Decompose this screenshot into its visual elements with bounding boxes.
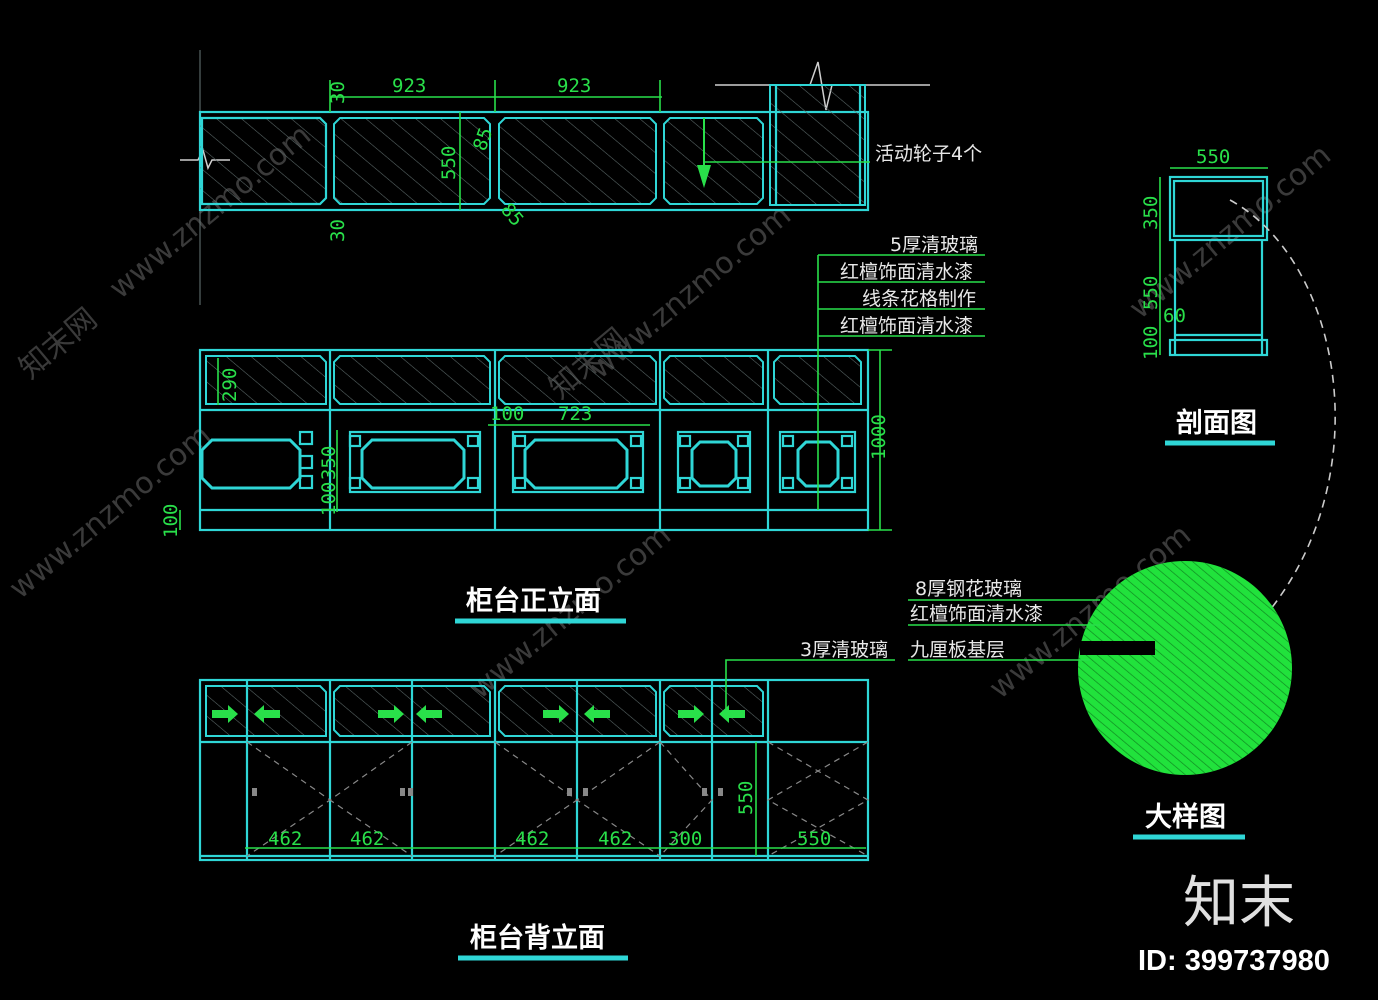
plan-panels xyxy=(200,84,866,206)
section-title: 剖面图 xyxy=(1176,407,1257,439)
label-redwood2: 红檀饰面清水漆 xyxy=(840,315,973,337)
label-redwood1: 红檀饰面清水漆 xyxy=(840,261,973,283)
dim-1000: 1000 xyxy=(868,414,890,460)
label-lattice: 线条花格制作 xyxy=(862,288,976,310)
dim-923-a: 923 xyxy=(392,75,426,97)
watermark-text: www.znzmo.com xyxy=(3,418,218,607)
section-dim-550: 550 xyxy=(1140,276,1162,310)
label-redwood3: 红檀饰面清水漆 xyxy=(910,603,1043,625)
image-id: ID: 399737980 xyxy=(1138,945,1330,977)
back-dim-462-b: 462 xyxy=(350,828,384,850)
dim-550-plan: 550 xyxy=(438,146,460,180)
dim-723: 723 xyxy=(558,403,592,425)
lattice-panels xyxy=(200,430,857,494)
dim-923-b: 923 xyxy=(557,75,591,97)
back-dim-300: 300 xyxy=(668,828,702,850)
label-glass8: 8厚钢花玻璃 xyxy=(915,578,1022,600)
front-elevation: 290 100 350 100 100 723 1000 5厚清玻璃 红檀饰面清… xyxy=(160,234,985,624)
dim-290: 290 xyxy=(219,368,241,402)
detail-view: 8厚钢花玻璃 红檀饰面清水漆 3厚清玻璃 九厘板基层 大样图 xyxy=(800,561,1292,840)
watermark-text: 知末网 xyxy=(13,301,104,386)
dim-30-top: 30 xyxy=(327,81,349,104)
back-elevation: 462 462 462 462 300 550 550 柜台背立面 xyxy=(198,659,895,961)
dim-100-inset: 100 xyxy=(490,403,524,425)
back-dim-550: 550 xyxy=(797,828,831,850)
brand-logo: 知末 xyxy=(1183,871,1295,936)
back-dim-462-c: 462 xyxy=(515,828,549,850)
section-dim-100: 100 xyxy=(1140,326,1162,360)
dim-100-panel: 100 xyxy=(318,482,340,516)
detail-title: 大样图 xyxy=(1145,801,1226,833)
label-glass5: 5厚清玻璃 xyxy=(890,234,978,256)
front-elevation-title: 柜台正立面 xyxy=(466,585,601,617)
section-dim-550-top: 550 xyxy=(1196,146,1230,168)
section-dim-60: 60 xyxy=(1163,305,1186,327)
back-dim-550-v: 550 xyxy=(735,781,757,815)
brand-watermark: 知末 ID: 399737980 xyxy=(1138,871,1330,977)
plan-view: 活动轮子4个 923 923 30 30 550 85 85 xyxy=(180,50,982,305)
dim-100-base: 100 xyxy=(160,504,182,538)
section-dim-350: 350 xyxy=(1140,196,1162,230)
wheels-label: 活动轮子4个 xyxy=(875,143,982,165)
section-view: 550 350 550 60 100 剖面图 xyxy=(1140,146,1336,611)
back-elevation-title: 柜台背立面 xyxy=(470,922,605,954)
label-plywood: 九厘板基层 xyxy=(910,639,1005,661)
dim-30-bottom: 30 xyxy=(327,219,349,242)
label-glass3: 3厚清玻璃 xyxy=(800,639,888,661)
dim-350: 350 xyxy=(318,446,340,480)
back-dim-462-d: 462 xyxy=(598,828,632,850)
back-dim-462-a: 462 xyxy=(268,828,302,850)
